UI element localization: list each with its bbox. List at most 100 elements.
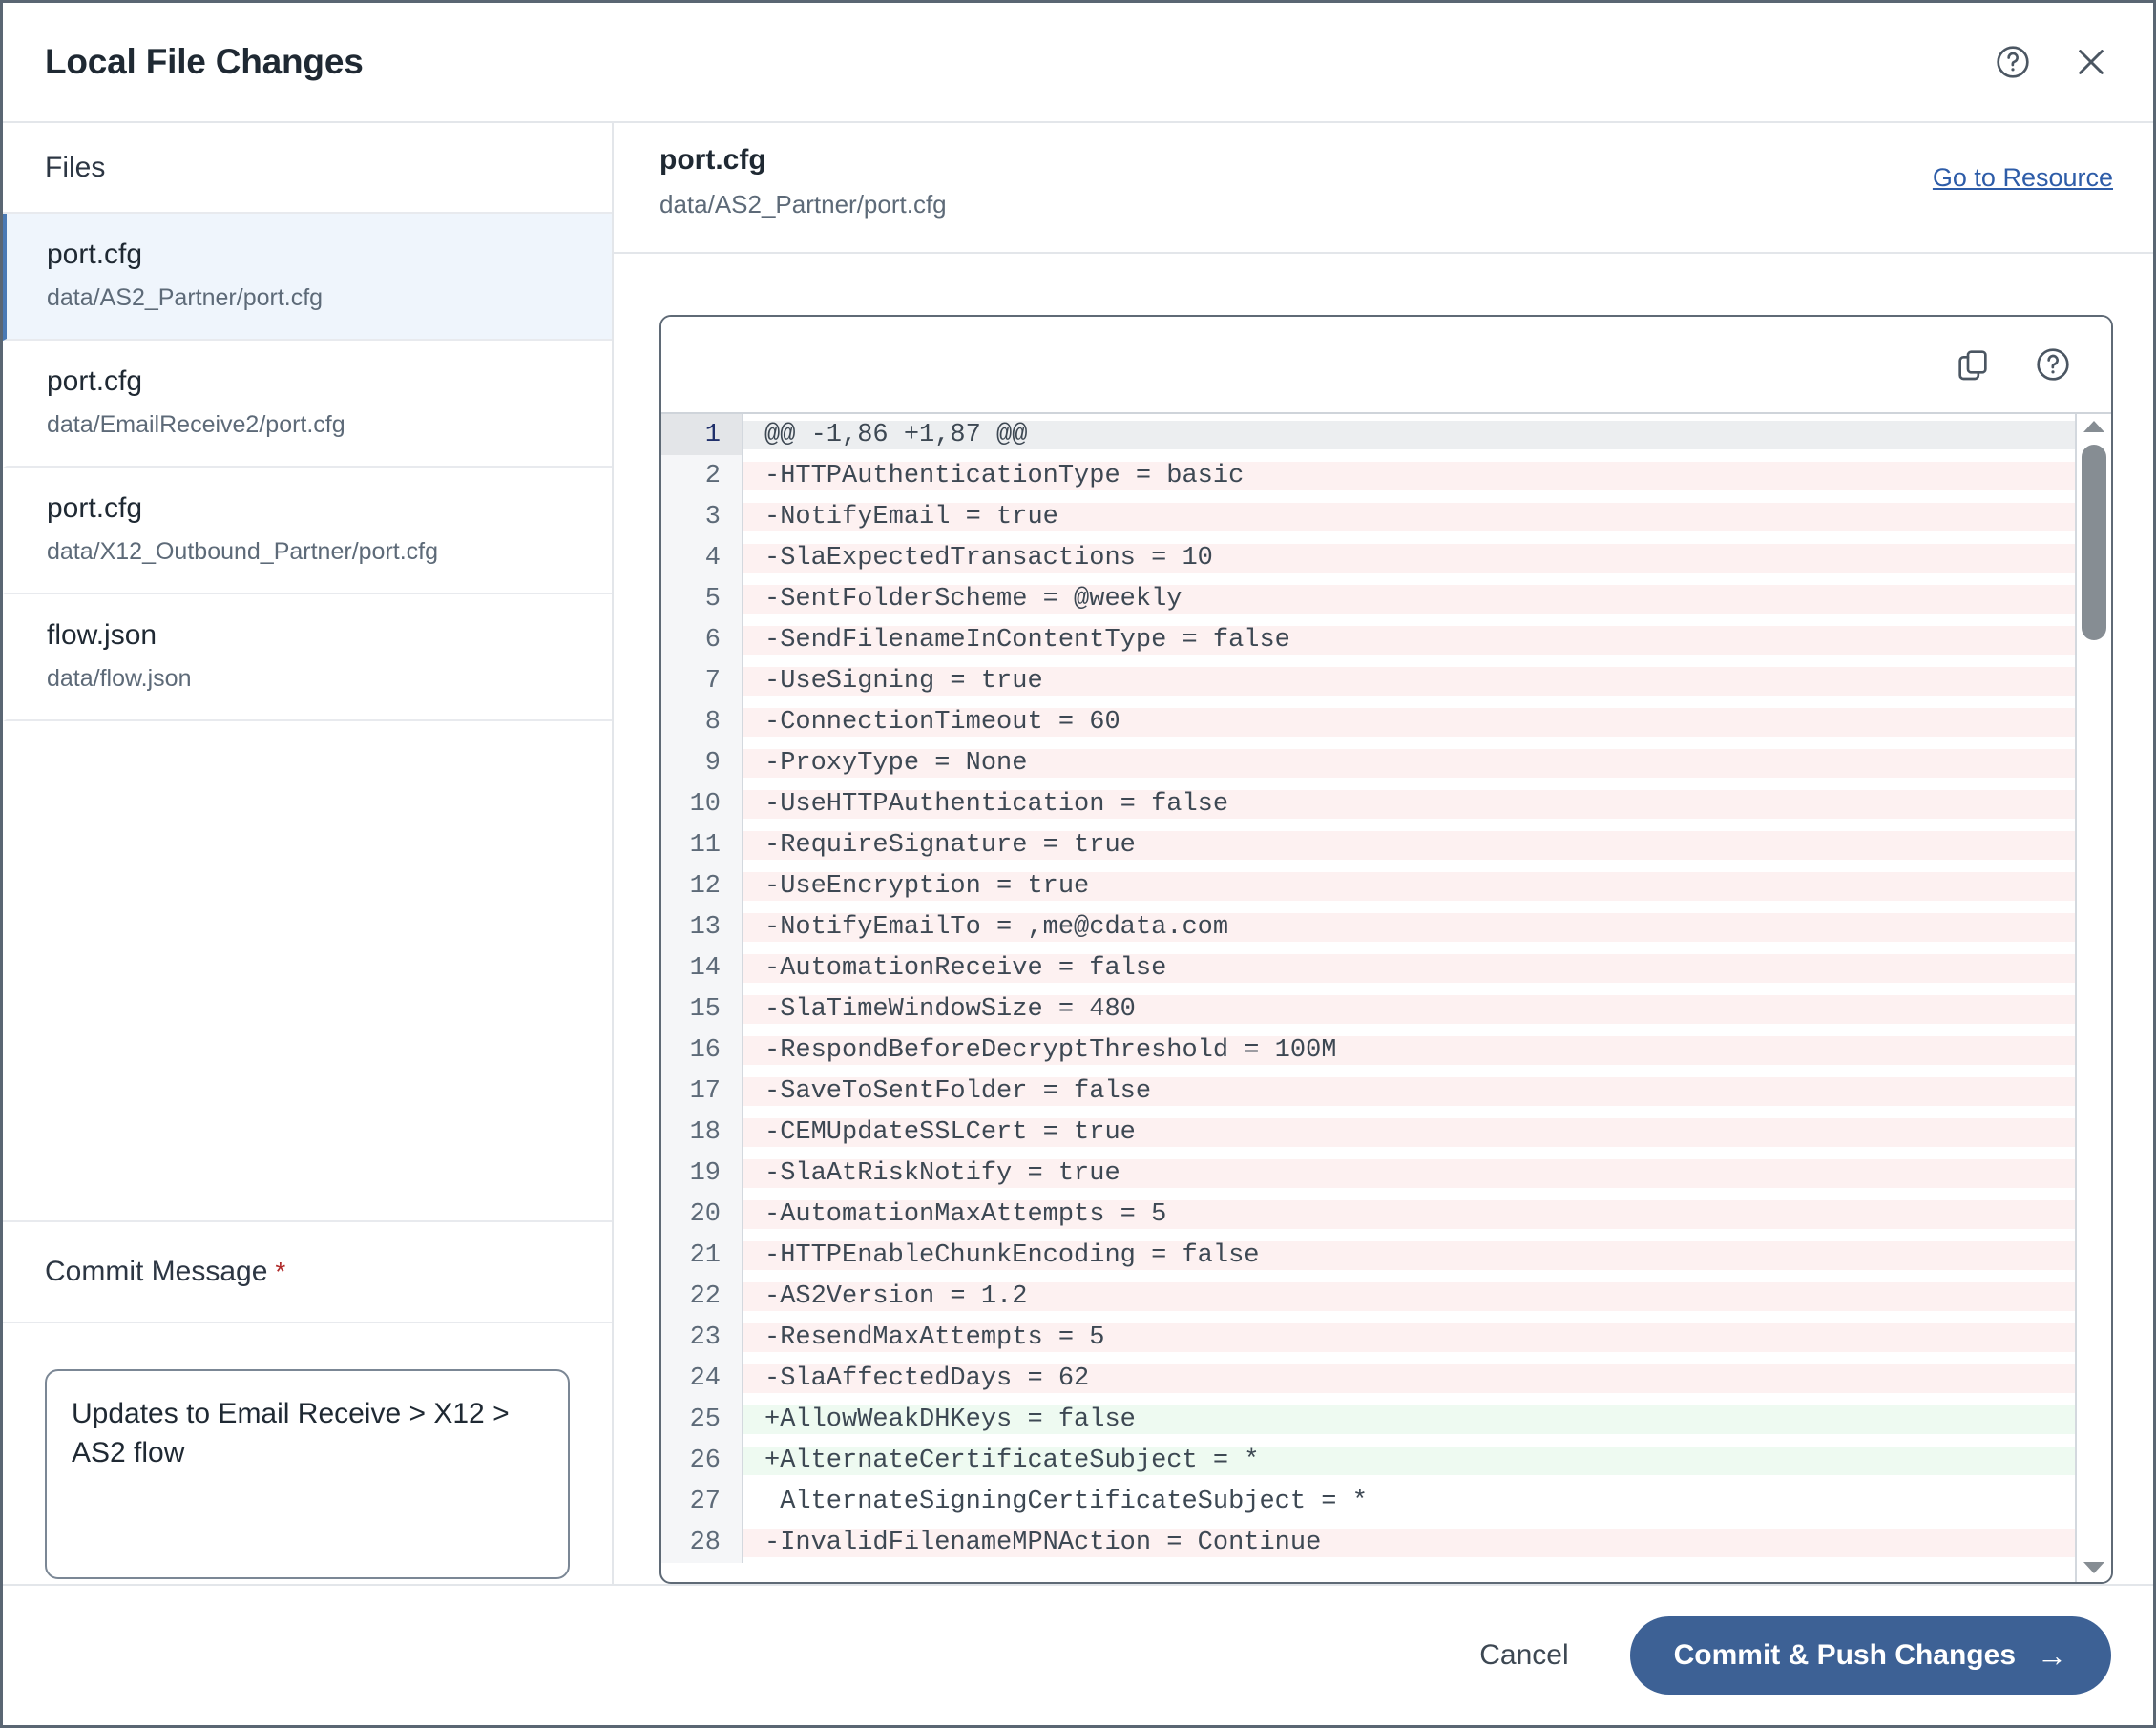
- diff-line-number: 13: [661, 906, 743, 947]
- dialog-body: Files port.cfg data/AS2_Partner/port.cfg…: [3, 123, 2153, 1584]
- diff-line: 8-ConnectionTimeout = 60: [661, 701, 2075, 742]
- file-item-name: port.cfg: [47, 492, 143, 524]
- file-item-path: data/X12_Outbound_Partner/port.cfg: [47, 538, 439, 565]
- dialog-footer: Cancel Commit & Push Changes →: [3, 1584, 2153, 1725]
- files-heading: Files: [45, 151, 106, 183]
- diff-line-number: 21: [661, 1235, 743, 1276]
- diff-line-text: -NotifyEmail = true: [743, 502, 2075, 531]
- diff-line-text: -SendFilenameInContentType = false: [743, 625, 2075, 655]
- file-item-name: port.cfg: [47, 365, 143, 397]
- diff-line: 23-ResendMaxAttempts = 5: [661, 1317, 2075, 1358]
- diff-line-number: 11: [661, 824, 743, 865]
- diff-line: 12-UseEncryption = true: [661, 865, 2075, 906]
- scroll-up-arrow-icon[interactable]: [2076, 414, 2111, 439]
- diff-line-number: 7: [661, 660, 743, 701]
- diff-line-number: 20: [661, 1194, 743, 1235]
- diff-line-text: AlternateSigningCertificateSubject = *: [743, 1487, 2075, 1516]
- file-list-item[interactable]: port.cfg data/EmailReceive2/port.cfg: [3, 341, 612, 468]
- diff-line: 25+AllowWeakDHKeys = false: [661, 1399, 2075, 1440]
- diff-line-text: -ResendMaxAttempts = 5: [743, 1322, 2075, 1352]
- diff-line-text: +AllowWeakDHKeys = false: [743, 1405, 2075, 1434]
- dialog-header: Local File Changes: [3, 3, 2153, 123]
- file-list-item[interactable]: port.cfg data/AS2_Partner/port.cfg: [3, 214, 612, 341]
- commit-message-input[interactable]: [45, 1369, 570, 1579]
- diff-line: 27 AlternateSigningCertificateSubject = …: [661, 1481, 2075, 1522]
- files-sidebar: Files port.cfg data/AS2_Partner/port.cfg…: [3, 123, 614, 1584]
- diff-line-number: 25: [661, 1399, 743, 1440]
- diff-line-number: 14: [661, 947, 743, 989]
- diff-line-text: -ProxyType = None: [743, 748, 2075, 778]
- sidebar-spacer: [3, 721, 612, 1220]
- commit-message-label-row: Commit Message *: [3, 1220, 612, 1323]
- diff-line: 18-CEMUpdateSSLCert = true: [661, 1112, 2075, 1153]
- diff-line-text: -RespondBeforeDecryptThreshold = 100M: [743, 1035, 2075, 1065]
- diff-line: 20-AutomationMaxAttempts = 5: [661, 1194, 2075, 1235]
- diff-line: 19-SlaAtRiskNotify = true: [661, 1153, 2075, 1194]
- file-item-name: flow.json: [47, 619, 157, 651]
- diff-line: 17-SaveToSentFolder = false: [661, 1071, 2075, 1112]
- file-item-name: port.cfg: [47, 239, 143, 270]
- diff-line: 4-SlaExpectedTransactions = 10: [661, 537, 2075, 578]
- diff-line-text: -SlaAtRiskNotify = true: [743, 1158, 2075, 1188]
- diff-line-text: -UseHTTPAuthentication = false: [743, 789, 2075, 819]
- help-circle-icon[interactable]: [2031, 343, 2075, 386]
- go-to-resource-link[interactable]: Go to Resource: [1932, 163, 2113, 192]
- commit-message-label: Commit Message: [45, 1256, 268, 1287]
- diff-line: 3-NotifyEmail = true: [661, 496, 2075, 537]
- commit-and-push-label: Commit & Push Changes: [1673, 1639, 2016, 1671]
- diff-line-number: 19: [661, 1153, 743, 1194]
- diff-line-text: -AutomationReceive = false: [743, 953, 2075, 983]
- file-item-path: data/EmailReceive2/port.cfg: [47, 411, 345, 438]
- diff-line-text: -HTTPAuthenticationType = basic: [743, 461, 2075, 490]
- diff-toolbar: [661, 317, 2111, 412]
- diff-container: 1@@ -1,86 +1,87 @@2-HTTPAuthenticationTy…: [614, 252, 2153, 1584]
- diff-line-number: 16: [661, 1030, 743, 1071]
- diff-line: 28-InvalidFilenameMPNAction = Continue: [661, 1522, 2075, 1563]
- file-item-path: data/flow.json: [47, 665, 192, 692]
- diff-card: 1@@ -1,86 +1,87 @@2-HTTPAuthenticationTy…: [659, 315, 2113, 1584]
- diff-line: 11-RequireSignature = true: [661, 824, 2075, 865]
- scrollbar-thumb[interactable]: [2082, 445, 2106, 640]
- file-list-item[interactable]: port.cfg data/X12_Outbound_Partner/port.…: [3, 468, 612, 594]
- diff-line-text: @@ -1,86 +1,87 @@: [743, 420, 2075, 449]
- diff-line: 2-HTTPAuthenticationType = basic: [661, 455, 2075, 496]
- diff-file-header: port.cfg data/AS2_Partner/port.cfg Go to…: [614, 123, 2153, 219]
- arrow-right-icon: →: [2037, 1638, 2067, 1673]
- diff-line-number: 18: [661, 1112, 743, 1153]
- diff-line-number: 6: [661, 619, 743, 660]
- diff-line-number: 23: [661, 1317, 743, 1358]
- diff-line: 9-ProxyType = None: [661, 742, 2075, 783]
- diff-line-text: -ConnectionTimeout = 60: [743, 707, 2075, 737]
- diff-line-text: -SlaAffectedDays = 62: [743, 1364, 2075, 1393]
- diff-line-text: -UseEncryption = true: [743, 871, 2075, 901]
- diff-line: 5-SentFolderScheme = @weekly: [661, 578, 2075, 619]
- header-actions: [1991, 40, 2113, 84]
- diff-line-text: -UseSigning = true: [743, 666, 2075, 696]
- diff-line-number: 3: [661, 496, 743, 537]
- diff-line-number: 5: [661, 578, 743, 619]
- help-circle-icon[interactable]: [1991, 40, 2035, 84]
- file-item-path: data/AS2_Partner/port.cfg: [47, 284, 324, 311]
- diff-line: 24-SlaAffectedDays = 62: [661, 1358, 2075, 1399]
- commit-and-push-button[interactable]: Commit & Push Changes →: [1629, 1616, 2111, 1695]
- cancel-button[interactable]: Cancel: [1445, 1622, 1602, 1689]
- diff-line-text: -AS2Version = 1.2: [743, 1281, 2075, 1311]
- scroll-down-arrow-icon[interactable]: [2076, 1555, 2111, 1580]
- diff-line-number: 15: [661, 989, 743, 1030]
- file-list-item[interactable]: flow.json data/flow.json: [3, 594, 612, 721]
- diff-line-text: -SlaExpectedTransactions = 10: [743, 543, 2075, 573]
- diff-line-number: 26: [661, 1440, 743, 1481]
- diff-line-number: 4: [661, 537, 743, 578]
- diff-file-name: port.cfg: [659, 144, 766, 176]
- close-icon[interactable]: [2069, 40, 2113, 84]
- diff-line-text: -SlaTimeWindowSize = 480: [743, 994, 2075, 1024]
- diff-file-path: data/AS2_Partner/port.cfg: [659, 190, 947, 219]
- diff-vertical-scrollbar[interactable]: [2075, 414, 2111, 1582]
- diff-scroll-region: 1@@ -1,86 +1,87 @@2-HTTPAuthenticationTy…: [661, 412, 2111, 1582]
- copy-icon[interactable]: [1951, 343, 1995, 386]
- diff-line: 16-RespondBeforeDecryptThreshold = 100M: [661, 1030, 2075, 1071]
- diff-line: 14-AutomationReceive = false: [661, 947, 2075, 989]
- diff-line-text: -SaveToSentFolder = false: [743, 1076, 2075, 1106]
- diff-line-number: 2: [661, 455, 743, 496]
